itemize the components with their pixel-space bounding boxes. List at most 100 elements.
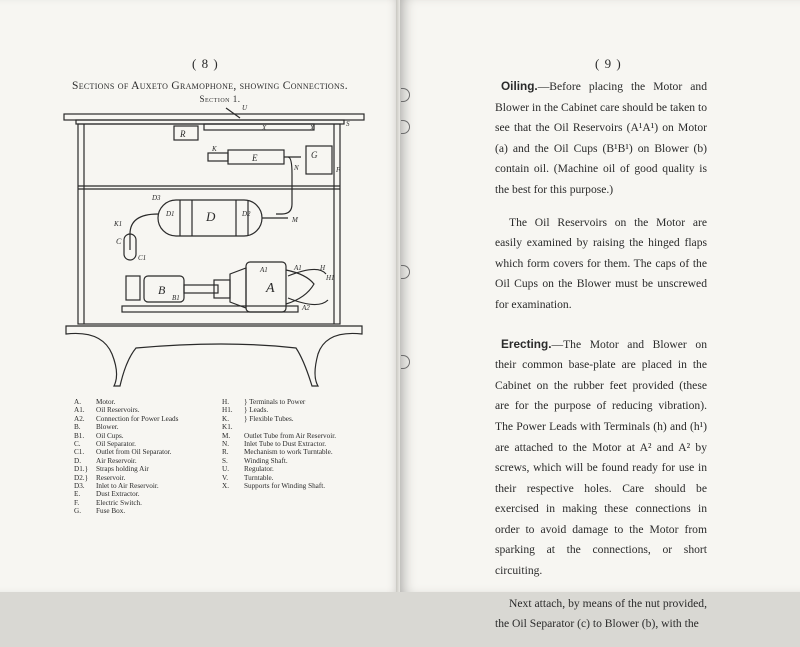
legend-row: B1.Oil Cups. (74, 432, 224, 440)
label-G: G (311, 150, 318, 160)
figure-subtitle: Section 1. (199, 94, 241, 104)
label-R: R (179, 129, 186, 139)
figure-title: Sections of Auxeto Gramophone, showing C… (72, 80, 348, 92)
legend-description: Connection for Power Leads (96, 414, 179, 423)
label-A2: A2 (301, 304, 310, 312)
legend-description: Blower. (96, 423, 119, 432)
legend-code: X. (222, 482, 229, 491)
legend-code: D. (74, 456, 81, 465)
legend-row: D2.} Reservoir. (74, 474, 224, 482)
legend-description: Fuse Box. (96, 507, 126, 516)
legend-description: Outlet from Oil Separator. (96, 448, 172, 457)
label-D3: D3 (151, 194, 161, 202)
binding-clip (401, 265, 410, 279)
legend-row: H. } Terminals to Power (222, 398, 372, 406)
label-M: M (291, 216, 299, 224)
legend-code: H. (222, 398, 229, 406)
right-page: ( 9 ) (400, 0, 800, 592)
legend-code: H1. (222, 406, 233, 415)
legend-code: B. (74, 423, 81, 432)
legend-description: } Terminals to Power (244, 398, 306, 406)
legend-row: G. Fuse Box. (74, 507, 224, 515)
legend-description: } Flexible Tubes. (244, 414, 294, 423)
label-A1: A1 (259, 266, 268, 274)
binding-clip (401, 88, 410, 102)
label-H: H (319, 264, 326, 272)
legend-code: R. (222, 448, 229, 457)
legend-row: C.Oil Separator. (74, 440, 224, 448)
motor-end (229, 267, 247, 309)
right-page-text: Oiling.—Before placing the Motor and Blo… (495, 76, 707, 647)
erecting-text: —The Motor and Blower on their common ba… (495, 337, 707, 578)
book-spread: ( 8 ) Sections of Auxeto Gramophone, sho… (0, 0, 800, 630)
label-A1b: A1 (293, 264, 302, 272)
label-V: V (228, 104, 233, 106)
page-number-right: ( 9 ) (595, 56, 622, 71)
legend-code: M. (222, 431, 231, 440)
oiling-heading: Oiling. (501, 79, 538, 93)
legend-row: S.Winding Shaft. (222, 457, 372, 465)
oil-reservoir-paragraph: The Oil Reservoirs on the Motor are easi… (495, 215, 707, 311)
legend-code: F. (74, 498, 80, 507)
legend-description: Mechanism to work Turntable. (244, 448, 333, 457)
legend-row: D1.}Straps holding Air (74, 465, 224, 473)
label-X2: X (309, 124, 315, 132)
legend-row: C1. Outlet from Oil Separator. (74, 448, 224, 456)
legend-row: R. Mechanism to work Turntable. (222, 448, 372, 456)
legend-description: Dust Extractor. (96, 490, 140, 499)
label-B1: B1 (172, 294, 180, 302)
label-E: E (251, 153, 258, 163)
legend-row: X.Supports for Winding Shaft. (222, 482, 372, 490)
cabinet-lid (63, 113, 365, 121)
legend-row: F.Electric Switch. (74, 499, 224, 507)
next-attach-paragraph: Next attach, by means of the nut provide… (495, 596, 707, 631)
legend-description: Motor. (96, 398, 116, 406)
fuse-box (305, 145, 333, 175)
legend-row: A1. Oil Reservoirs. (74, 406, 224, 414)
label-C: C (116, 237, 122, 246)
legend-code: B1. (74, 431, 85, 440)
label-K: K (211, 145, 217, 153)
legend-row: M.Outlet Tube from Air Reservoir. (222, 432, 372, 440)
cabinet-stand (65, 325, 363, 387)
legend-row: D3.Inlet to Air Reservoir. (74, 482, 224, 490)
page-number-left: ( 8 ) (192, 56, 219, 71)
base-plate (121, 305, 299, 313)
legend-description: Reservoir. (96, 473, 126, 482)
legend-description: Oil Reservoirs. (96, 406, 140, 415)
legend-description: Winding Shaft. (244, 456, 288, 465)
legend-description: Turntable. (244, 473, 274, 482)
label-K1: K1 (113, 220, 122, 228)
legend-code: C1. (74, 448, 85, 457)
oiling-paragraph: Oiling.—Before placing the Motor and Blo… (495, 76, 707, 201)
legend-row: H1. } Leads. (222, 406, 372, 414)
legend-code: D2.} (74, 473, 89, 482)
legend-left: A.Motor.A1.Oil Reservoirs.A2.Connection … (74, 398, 224, 516)
label-U: U (242, 104, 248, 112)
flexible-tube (129, 213, 159, 250)
oiling-text: —Before placing the Motor and Blower in … (495, 80, 707, 196)
legend-code: E. (74, 490, 81, 499)
erecting-paragraph: Erecting.—The Motor and Blower on their … (495, 334, 707, 582)
binding-clip (401, 120, 410, 134)
legend-description: Inlet to Air Reservoir. (96, 482, 159, 491)
legend-code: A2. (74, 414, 85, 423)
binding-clip (401, 355, 410, 369)
label-S: S (346, 120, 350, 128)
left-page: ( 8 ) Sections of Auxeto Gramophone, sho… (0, 0, 400, 592)
label-C1: C1 (138, 254, 146, 262)
legend-description: } Leads. (244, 406, 269, 415)
winding-shaft (203, 123, 315, 131)
legend-code: K1. (222, 423, 233, 432)
legend-code: K. (222, 414, 229, 423)
legend-row: K1. (222, 423, 372, 431)
legend-code: A1. (74, 406, 85, 415)
erecting-heading: Erecting. (501, 336, 552, 351)
legend-description: Air Reservoir. (96, 456, 137, 465)
label-D: D (205, 209, 216, 224)
label-D1a: D1 (165, 210, 175, 218)
legend-code: G. (74, 507, 81, 516)
legend-code: V. (222, 473, 229, 482)
legend-code: N. (222, 440, 229, 449)
